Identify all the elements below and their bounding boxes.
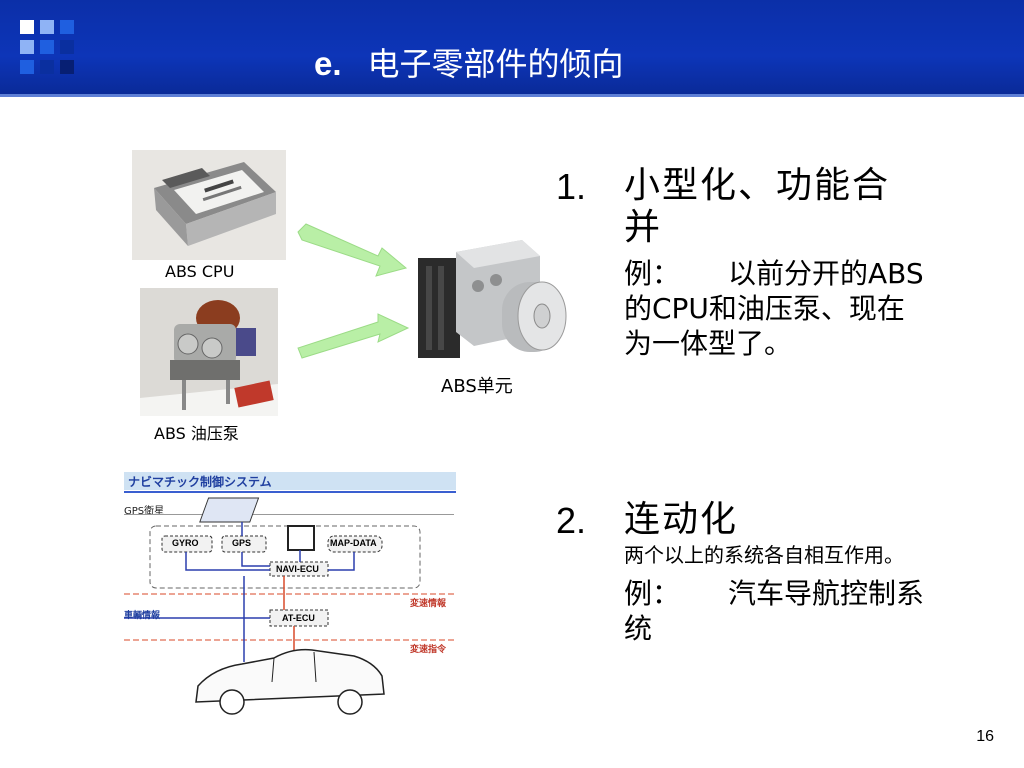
abs-pump-image [140, 288, 278, 416]
point-1-heading-line1: 小型化、功能合 [624, 165, 891, 206]
shift-cmd-label: 変速指令 [410, 645, 447, 655]
title-text: 电子零部件的倾向 [367, 45, 624, 83]
point-2-description: 两个以上的系统各自相互作用。 [624, 543, 904, 567]
point-1-example-line3: 为一体型了。 [624, 327, 793, 360]
point-1-example-line1: 例： 以前分开的ABS [624, 256, 924, 291]
point-2-example-line2: 统 [624, 612, 653, 645]
point-2-heading: 连动化 [624, 499, 739, 540]
navi-ecu-label: NAVI-ECU [276, 564, 319, 574]
point-2-number: 2. [556, 500, 587, 541]
arrow-right-icon [297, 313, 410, 359]
point-1-example-label: 例： [624, 257, 681, 290]
slide-header: e. 电子零部件的倾向 [0, 0, 1024, 94]
arrow-right-icon [297, 223, 408, 277]
gps-label: GPS [232, 538, 252, 548]
diagram-title: ナビマチック制御システム [128, 475, 272, 489]
slide-title: e. 电子零部件的倾向 [314, 40, 624, 88]
title-letter: e. [314, 45, 342, 82]
point-1-example-rest: 以前分开的ABS [728, 257, 924, 290]
navi-diagram: ナビマチック制御システム GPS衛星 GYRO GPS MAP-DATA NAV… [124, 472, 456, 720]
point-1-number: 1. [556, 166, 587, 207]
header-divider [0, 94, 1024, 97]
diagram-lines [124, 497, 454, 715]
abs-pump-caption: ABS 油压泵 [154, 424, 239, 443]
point-1-heading-line2: 并 [624, 207, 663, 248]
point-1-example-line2: 的CPU和油压泵、现在 [624, 292, 905, 325]
vehicle-info-label: 車輌情報 [124, 611, 161, 621]
gps-satellite-label: GPS衛星 [124, 506, 165, 517]
abs-unit-caption: ABS单元 [441, 376, 513, 397]
logo-grid-icon [20, 20, 76, 76]
shift-info-label: 変速情報 [410, 599, 447, 609]
abs-cpu-caption: ABS CPU [165, 262, 235, 281]
point-2-example-label: 例： [624, 577, 681, 610]
abs-cpu-image [132, 150, 286, 260]
abs-unit-image [412, 236, 572, 368]
at-ecu-label: AT-ECU [282, 613, 315, 623]
point-2-example-rest: 汽车导航控制系 [728, 577, 925, 610]
gyro-label: GYRO [172, 538, 199, 548]
page-number: 16 [976, 728, 994, 745]
point-2-example-line1: 例： 汽车导航控制系 [624, 576, 924, 611]
map-data-label: MAP-DATA [330, 538, 377, 548]
arrows-graphic [297, 223, 410, 359]
